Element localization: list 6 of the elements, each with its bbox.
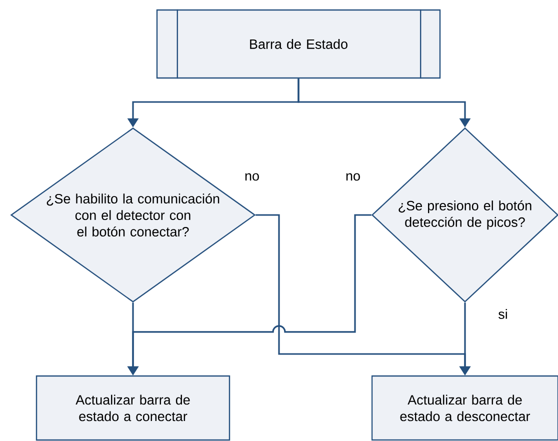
process-box: Actualizar barra de estado a desconectar <box>371 375 558 441</box>
edge-label: no <box>245 173 259 181</box>
process-box: Actualizar barra de estado a conectar <box>36 375 230 441</box>
process-box: Barra de Estado <box>156 9 441 79</box>
edge-label: no <box>346 173 360 181</box>
edge-label: si <box>498 309 507 319</box>
